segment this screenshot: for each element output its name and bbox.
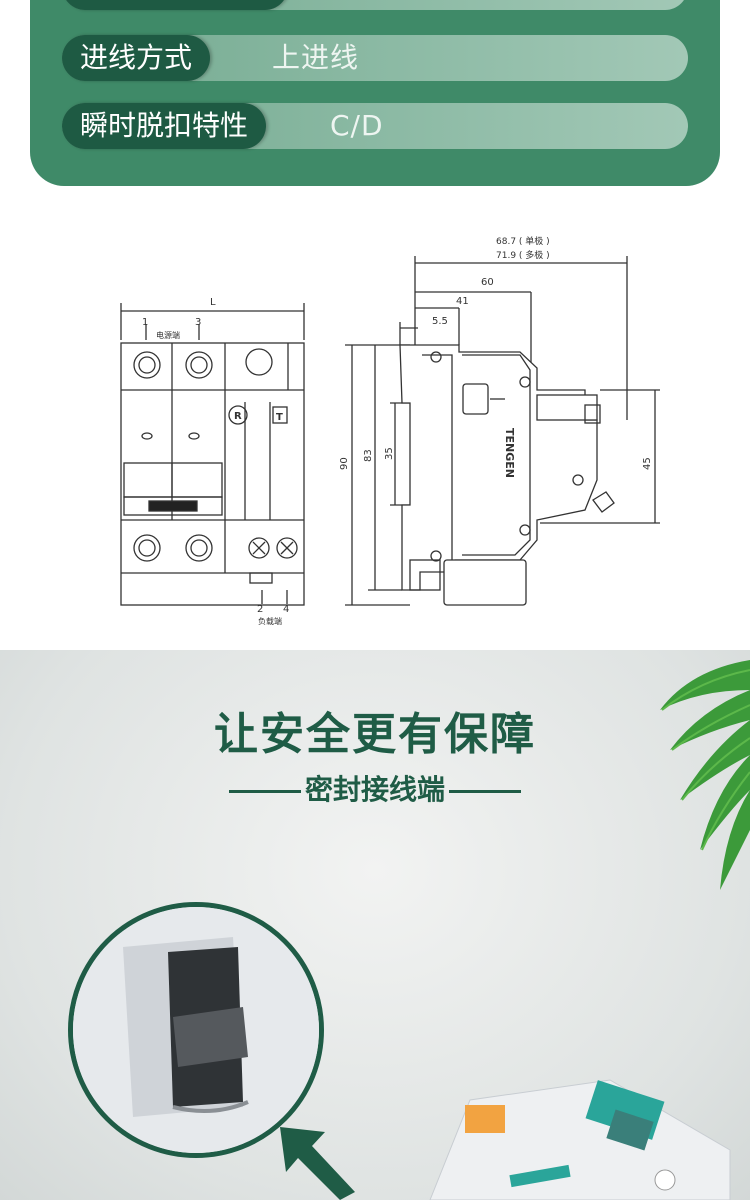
terminal-2-label: 2 [257, 604, 263, 615]
sealed-terminal-closeup [73, 907, 319, 1153]
dim-83-label: 83 [363, 449, 374, 462]
terminal-bottom-label: 负载端 [258, 616, 282, 626]
spec-label-trip: 瞬时脱扣特性 [62, 103, 267, 149]
front-view [120, 303, 305, 606]
spec-value-incoming: 上进线 [272, 41, 360, 74]
brand-label: TENGEN [503, 428, 516, 478]
spec-label-incoming: 进线方式 [62, 35, 211, 81]
dim-90-label: 90 [339, 457, 350, 470]
depth-multi-label: 71.9 ( 多极 ) [496, 249, 550, 261]
promo-title: 让安全更有保障 [214, 709, 536, 760]
dim-55-label: 5.5 [432, 316, 448, 327]
button-t-label: T [276, 412, 283, 423]
pointer-arrow-icon [280, 1127, 355, 1200]
spec-row-trip: 瞬时脱扣特性 C/D [62, 103, 688, 149]
dim-41-label: 41 [456, 296, 469, 307]
side-view [345, 256, 660, 606]
dimension-drawing: L 1 3 电源端 R T 2 4 负载端 68.7 ( 单极 ) 71.9 (… [120, 235, 660, 626]
promo-section: 让安全更有保障 密封接线端 [0, 650, 750, 1200]
terminal-3-label: 3 [195, 317, 201, 328]
spec-panel: 进线方式 上进线 瞬时脱扣特性 C/D [30, 0, 720, 186]
spec-label-partial [62, 0, 288, 10]
promo-subtitle-row: 密封接线端 [0, 768, 750, 808]
dim-60-label: 60 [481, 277, 494, 288]
dim-45-label: 45 [642, 457, 653, 470]
spec-row-partial [62, 0, 688, 10]
breaker-product-image [429, 1079, 731, 1200]
dim-35-label: 35 [384, 447, 395, 460]
promo-subtitle: 密封接线端 [304, 773, 445, 806]
subtitle-line-right [449, 789, 521, 793]
terminal-1-label: 1 [142, 317, 148, 328]
spec-row-incoming: 进线方式 上进线 [62, 35, 688, 81]
palm-leaf-image [660, 660, 750, 890]
zoom-detail-circle [68, 902, 324, 1158]
terminal-top-label: 电源端 [156, 330, 180, 340]
depth-single-label: 68.7 ( 单极 ) [496, 235, 550, 247]
subtitle-line-left [228, 789, 301, 793]
button-r-label: R [234, 411, 242, 422]
dim-l-label: L [210, 297, 216, 308]
terminal-4-label: 4 [283, 604, 289, 615]
spec-value-trip: C/D [330, 109, 384, 142]
